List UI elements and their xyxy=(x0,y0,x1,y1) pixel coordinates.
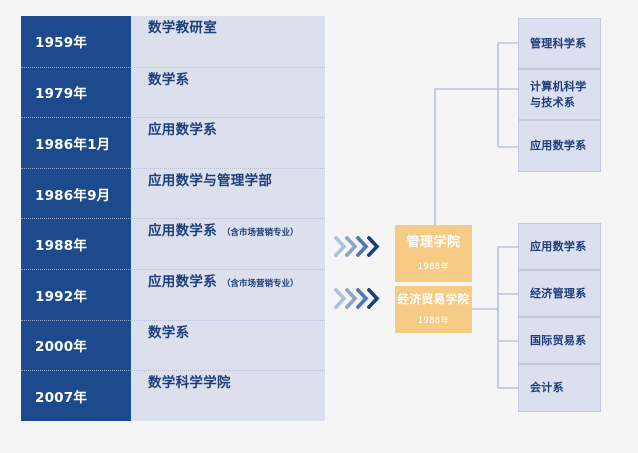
history-year: 2007年 xyxy=(21,370,131,421)
department-box-applied-math-bottom[interactable]: 应用数学系 xyxy=(518,223,601,270)
history-year: 1986年9月 xyxy=(21,167,131,219)
history-name: 数学系 xyxy=(131,66,325,118)
history-year: 1988年 xyxy=(21,218,131,269)
history-year: 2000年 xyxy=(21,319,131,371)
college-name: 管理学院 xyxy=(406,235,461,251)
table-row: 1986年9月 应用数学与管理学部 xyxy=(21,167,325,219)
chevron-right-icon xyxy=(334,288,347,309)
chevrons-right-icon-bottom xyxy=(334,288,380,309)
college-year: 1988年 xyxy=(417,316,450,327)
history-name: 应用数学系 xyxy=(131,117,325,168)
college-name: 经济贸易学院 xyxy=(397,291,470,306)
history-name-main: 数学系 xyxy=(148,324,190,341)
table-row: 2000年 数学系 xyxy=(21,319,325,371)
college-card-economics[interactable]: 经济贸易学院 1988年 xyxy=(395,286,472,333)
chevron-right-icon xyxy=(367,288,380,309)
history-name-main: 数学教研室 xyxy=(148,20,217,36)
table-row: 1986年1月 应用数学系 xyxy=(21,117,325,168)
history-name: 数学教研室 xyxy=(131,16,325,67)
chevron-right-icon xyxy=(345,288,358,309)
history-name: 数学科学学院 xyxy=(131,370,325,421)
history-name: 应用数学系 （含市场营销专业） xyxy=(131,218,325,269)
history-name-main: 应用数学系 xyxy=(148,274,217,290)
college-year: 1988年 xyxy=(417,261,450,272)
history-year: 1992年 xyxy=(21,269,131,320)
history-name-main: 应用数学系 xyxy=(148,122,217,139)
chevron-right-icon xyxy=(356,236,369,257)
history-name-note: （含市场营销专业） xyxy=(222,228,299,239)
history-year: 1979年 xyxy=(21,66,131,118)
history-name-main: 应用数学系 xyxy=(148,223,217,240)
connector-management-trunk xyxy=(434,88,498,225)
history-year: 1986年1月 xyxy=(21,117,131,168)
history-name: 应用数学与管理学部 xyxy=(131,167,325,219)
chevrons-right-icon-top xyxy=(334,236,380,257)
history-name-main: 数学科学学院 xyxy=(148,375,231,392)
department-box-economic-management[interactable]: 经济管理系 xyxy=(518,270,601,317)
department-box-management-science[interactable]: 管理科学系 xyxy=(518,18,601,69)
history-name-main: 应用数学与管理学部 xyxy=(148,172,273,189)
department-box-accounting[interactable]: 会计系 xyxy=(518,364,601,412)
department-box-computer-science[interactable]: 计算机科学 与技术系 xyxy=(518,69,601,120)
history-year: 1959年 xyxy=(21,16,131,67)
history-name: 应用数学系 （含市场营销专业） xyxy=(131,269,325,320)
history-name-note: （含市场营销专业） xyxy=(222,279,299,289)
chevron-right-icon xyxy=(345,236,358,257)
chevron-right-icon xyxy=(334,236,347,257)
table-row: 2007年 数学科学学院 xyxy=(21,370,325,421)
history-name: 数学系 xyxy=(131,319,325,371)
chevron-right-icon xyxy=(367,236,380,257)
college-card-management[interactable]: 管理学院 1988年 xyxy=(395,225,472,282)
department-box-applied-math-top[interactable]: 应用数学系 xyxy=(518,120,601,172)
table-row: 1992年 应用数学系 （含市场营销专业） xyxy=(21,269,325,320)
chevron-right-icon xyxy=(356,288,369,309)
table-row: 1988年 应用数学系 （含市场营销专业） xyxy=(21,218,325,269)
history-name-main: 数学系 xyxy=(148,71,190,88)
history-table: 1959年 数学教研室 1979年 数学系 1986年1月 应用数学系 1986… xyxy=(21,16,325,421)
table-row: 1979年 数学系 xyxy=(21,66,325,118)
department-box-international-trade[interactable]: 国际贸易系 xyxy=(518,317,601,364)
table-row: 1959年 数学教研室 xyxy=(21,16,325,67)
